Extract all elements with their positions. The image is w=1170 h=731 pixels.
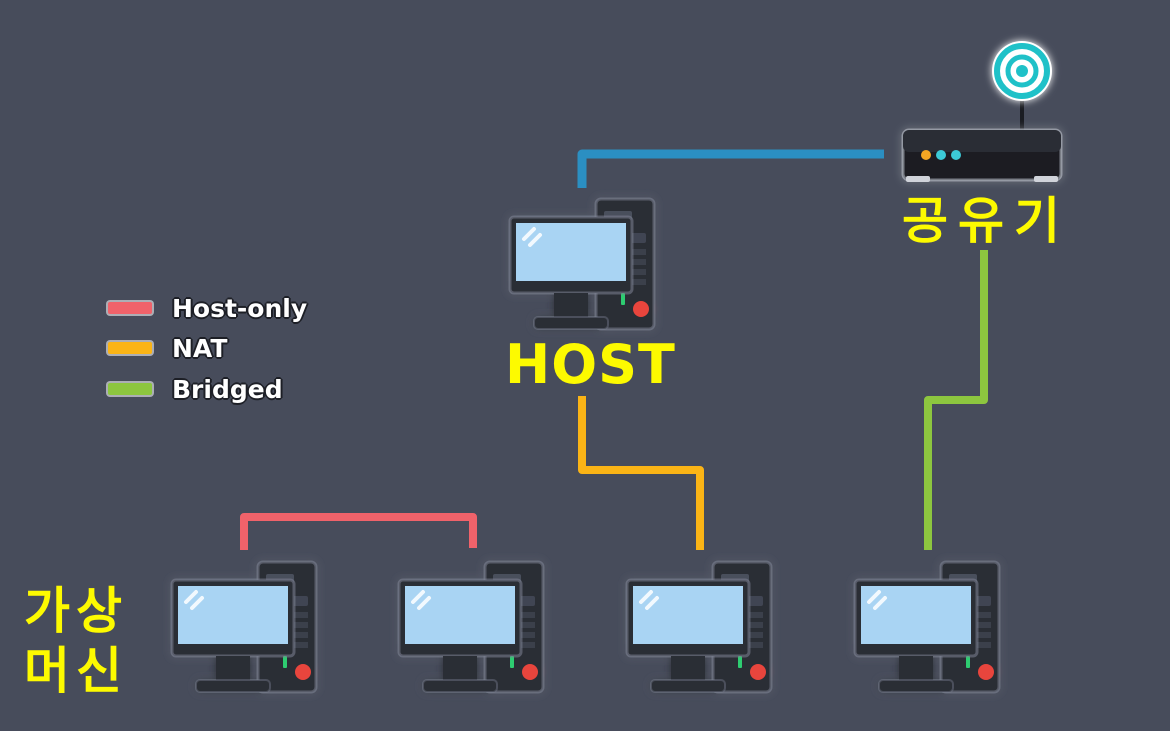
nat-link [578,396,704,550]
vm-host-only-2-computer-icon [397,560,545,694]
vm-host-only-1-computer-icon [170,560,318,694]
legend-label-bridged: Bridged [172,374,283,404]
host-label: HOST [505,333,676,396]
host-only-link [240,513,477,550]
legend-swatch-nat [108,342,152,354]
legend-item-host-only: Host-only [108,292,307,324]
legend-item-nat: NAT [108,332,227,364]
router-label: 공유기 [902,192,1070,250]
vm-nat-computer-icon [625,560,773,694]
virtual-machine-label-line1: 가상 [24,582,128,640]
host-router-link [577,149,884,188]
legend-item-bridged: Bridged [108,373,283,405]
legend-swatch-host-only [108,302,152,314]
vm-bridged-computer-icon [853,560,1001,694]
legend-label-nat: NAT [172,333,228,363]
legend-label-host-only: Host-only [172,293,308,323]
virtual-machine-label-line2: 머신 [24,642,128,700]
bridged-link [924,250,988,550]
router-icon [901,128,1063,182]
wifi-signal-icon [992,41,1052,134]
host-computer-icon [508,197,656,331]
legend-swatch-bridged [108,383,152,395]
